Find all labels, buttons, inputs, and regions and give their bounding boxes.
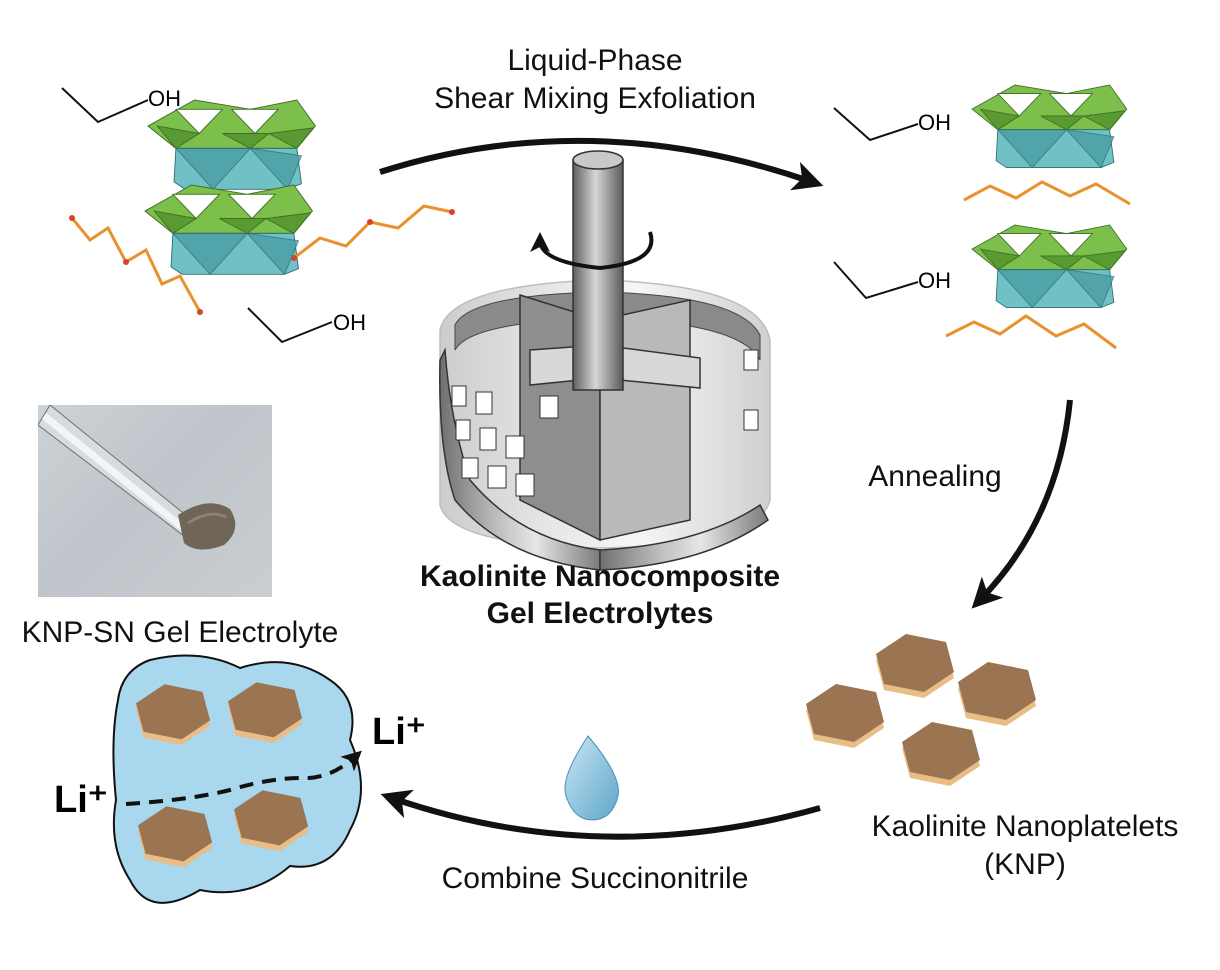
kaolinite-stack-top-left-2	[144, 184, 313, 275]
li-ion-end-label: Li⁺	[372, 711, 426, 753]
droplet-icon	[564, 735, 619, 821]
photo-caption: KNP-SN Gel Electrolyte	[21, 616, 339, 649]
gel-electrolyte-blob	[112, 654, 362, 904]
ethanol-molecule	[833, 261, 919, 300]
center-title-line1: Kaolinite Nanocomposite	[419, 560, 781, 593]
oh-label: OH	[918, 268, 951, 293]
organic-molecule-chain-dots	[69, 209, 455, 315]
exfoliation-label-line1: Liquid-Phase	[507, 44, 683, 77]
li-ion-start-label: Li⁺	[54, 779, 108, 821]
exfoliation-label-line2: Shear Mixing Exfoliation	[434, 82, 756, 115]
arrow-exfoliation	[379, 137, 824, 191]
kaolinite-stack-top-right-2	[971, 224, 1128, 308]
oh-label: OH	[148, 86, 181, 111]
kaolinite-platelet	[958, 662, 1036, 726]
shear-mixer-rotor-icon	[439, 150, 771, 571]
spatula-icon	[38, 405, 236, 550]
center-title-line2: Gel Electrolytes	[486, 597, 714, 630]
knp-label-line1: Kaolinite Nanoplatelets	[871, 810, 1179, 843]
kaolinite-stack-top-left-1	[147, 99, 316, 190]
ethanol-molecule	[61, 87, 149, 124]
kaolinite-platelet	[902, 722, 980, 786]
ethanol-molecule	[247, 307, 333, 344]
knp-label-line2: (KNP)	[984, 848, 1066, 881]
spatula-gel-photo	[38, 405, 272, 597]
oh-label: OH	[918, 110, 951, 135]
li-ion-path	[125, 750, 362, 806]
annealing-label: Annealing	[868, 460, 1002, 493]
kaolinite-stack-top-right-1	[971, 84, 1128, 168]
kaolinite-platelet	[876, 634, 954, 698]
ethanol-molecule	[833, 107, 919, 142]
arrow-annealing	[971, 399, 1073, 609]
oh-label: OH	[333, 310, 366, 335]
combine-label: Combine Succinonitrile	[441, 862, 749, 895]
arrow-combine	[380, 789, 821, 840]
kaolinite-platelet	[806, 684, 884, 748]
organic-molecule-chain	[945, 180, 1131, 350]
